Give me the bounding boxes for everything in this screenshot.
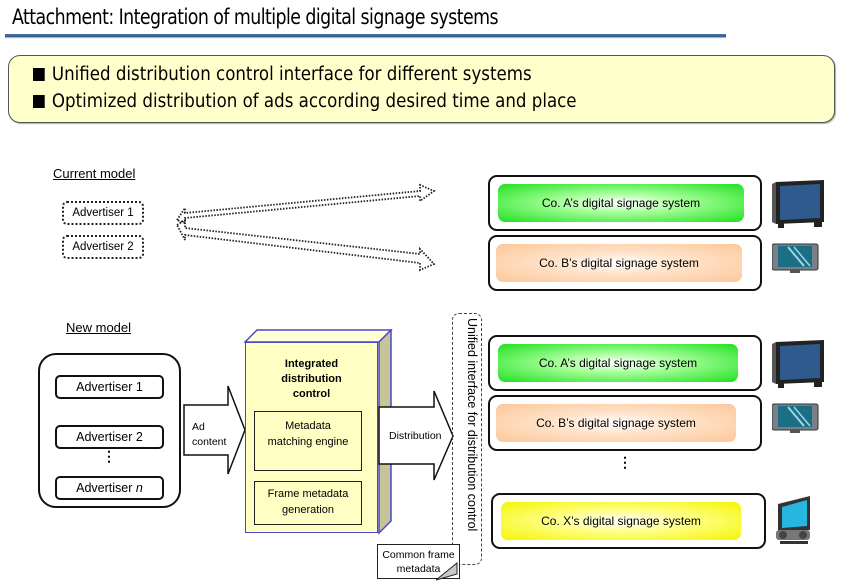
unified-interface-label: Unified interface for distribution contr… (465, 318, 479, 532)
system-label: Co. A’s digital signage system (498, 184, 744, 222)
current-advertiser-1: Advertiser 1 (62, 201, 144, 225)
control-title-line: distribution (281, 373, 342, 385)
advertiser-ellipsis: ⋮ (102, 448, 116, 464)
summary-item: Unified distribution control interface f… (33, 64, 532, 85)
new-advertiser-1: Advertiser 1 (55, 375, 164, 399)
metadata-matching-engine: Metadata matching engine (254, 411, 362, 471)
dotted-arrow-to-co-b (175, 218, 436, 272)
frame-metadata-generation: Frame metadata generation (254, 481, 362, 525)
summary-item: Optimized distribution of ads according … (33, 91, 577, 112)
distribution-label: Distribution (389, 430, 442, 442)
title-underline (5, 34, 726, 37)
current-advertiser-2: Advertiser 2 (62, 235, 144, 259)
new-system-co-a: Co. A’s digital signage system (488, 335, 762, 391)
current-system-co-a: Co. A’s digital signage system (488, 175, 762, 231)
ad-content-label-line: content (192, 436, 227, 448)
callout-fold-corner (436, 562, 458, 581)
advertiser-group: Advertiser 1 Advertiser 2 ⋮ Advertiser n (38, 353, 181, 508)
integrated-distribution-control: Integrated distribution control Metadata… (245, 342, 378, 533)
module-text-line: matching engine (267, 436, 349, 448)
module-text-line: Metadata (285, 420, 331, 432)
system-label: Co. B’s digital signage system (496, 244, 742, 282)
crt-monitor-icon (776, 496, 810, 544)
ad-content-label: Ad content (192, 420, 226, 450)
flat-panel-tv-icon (772, 180, 824, 228)
summary-item-text: Optimized distribution of ads according … (51, 91, 577, 112)
new-advertiser-n: Advertiser n (55, 476, 164, 500)
control-title-line: Integrated (284, 358, 339, 370)
system-label: Co. X’s digital signage system (501, 502, 741, 540)
current-model-label: Current model (53, 166, 136, 181)
dotted-arrow-to-co-a (175, 183, 436, 225)
callout-line: metadata (396, 563, 441, 575)
new-system-co-x: Co. X’s digital signage system (491, 493, 766, 549)
bullet-square-icon (33, 68, 45, 81)
system-label: Co. B’s digital signage system (496, 404, 736, 442)
flat-panel-tv-icon (772, 340, 824, 388)
module-text-line: Frame metadata (267, 488, 349, 500)
callout-line: Common frame (382, 549, 455, 561)
unified-interface-box: Unified interface for distribution contr… (452, 313, 482, 565)
advertiser-n-variable: n (135, 481, 143, 495)
control-title-line: control (292, 388, 331, 400)
advertiser-n-prefix: Advertiser (76, 481, 133, 495)
current-system-co-b: Co. B’s digital signage system (488, 235, 762, 291)
control-title: Integrated distribution control (246, 357, 377, 402)
page-title: Attachment: Integration of multiple digi… (12, 5, 499, 29)
distribution-arrow (378, 390, 454, 481)
summary-item-text: Unified distribution control interface f… (51, 64, 532, 85)
bullet-square-icon (33, 95, 45, 108)
new-system-co-b: Co. B’s digital signage system (488, 395, 762, 451)
new-advertiser-2: Advertiser 2 (55, 425, 164, 449)
module-text-line: generation (282, 504, 334, 516)
system-label: Co. A’s digital signage system (498, 344, 738, 382)
summary-box: Unified distribution control interface f… (8, 55, 835, 123)
ad-content-arrow (183, 385, 246, 475)
widescreen-monitor-icon (772, 243, 819, 273)
widescreen-monitor-icon (772, 403, 819, 433)
current-model-arrows (175, 183, 436, 272)
new-model-label: New model (66, 320, 132, 335)
systems-ellipsis: ⋮ (618, 454, 632, 470)
ad-content-label-line: Ad (192, 421, 205, 433)
